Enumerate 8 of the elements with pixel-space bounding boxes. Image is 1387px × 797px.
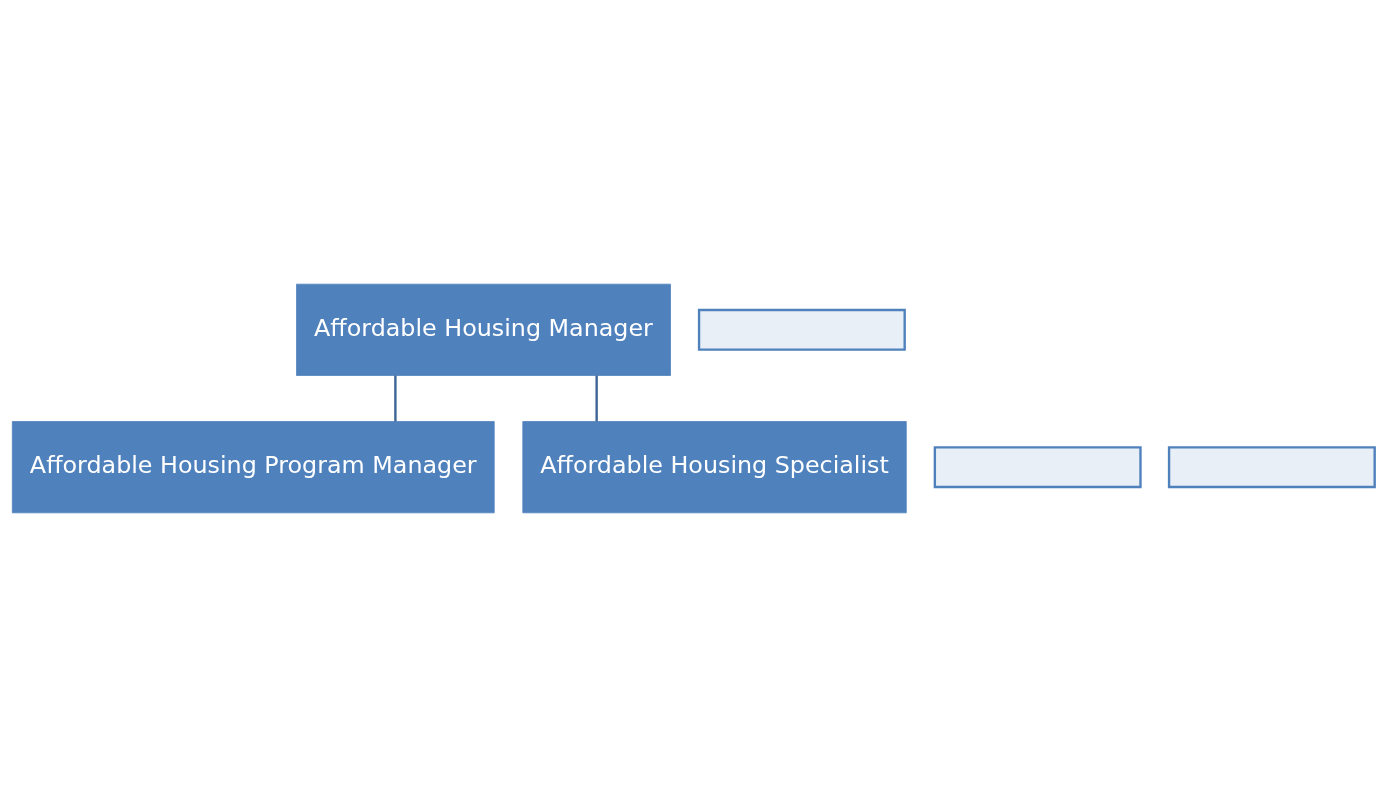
node-box: Affordable Housing Manager [296,283,671,376]
node-box [933,446,1142,489]
node-box: Affordable Housing Specialist [522,421,907,514]
node-box: Affordable Housing Program Manager [11,421,495,514]
node-box [1167,446,1376,489]
node-box [697,308,906,351]
connector [394,375,397,422]
connector [595,375,598,422]
